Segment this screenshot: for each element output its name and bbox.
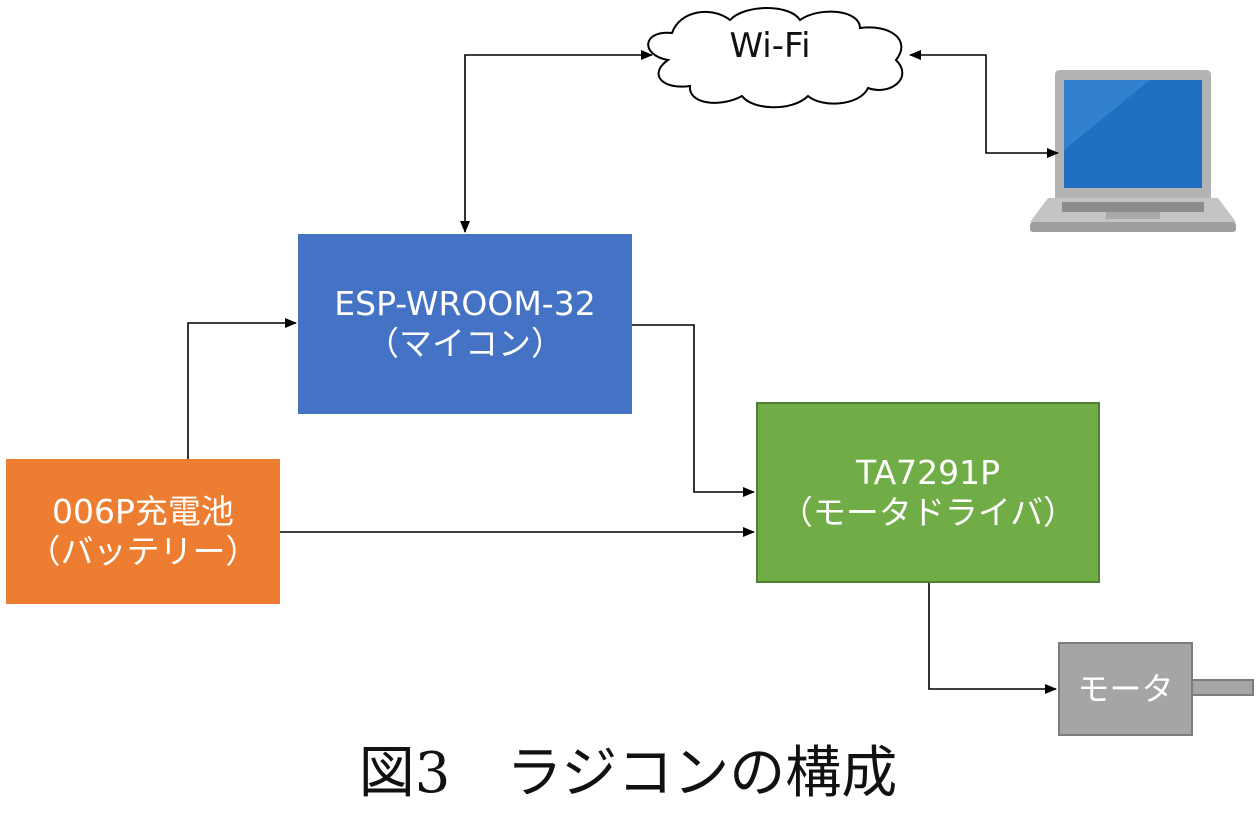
wifi-label: Wi-Fi <box>729 26 811 66</box>
battery-block: 006P充電池 （バッテリー） <box>6 459 280 604</box>
motor-driver-block: TA7291P （モータドライバ） <box>756 402 1100 583</box>
wifi-cloud-icon <box>647 7 904 109</box>
motor-label: モータ <box>1077 669 1174 708</box>
battery-role: （バッテリー） <box>27 531 259 571</box>
motor-driver-role: （モータドライバ） <box>779 492 1077 532</box>
microcontroller-block: ESP-WROOM-32 （マイコン） <box>298 234 632 414</box>
motor-driver-name: TA7291P <box>855 452 1001 492</box>
laptop-icon <box>1030 70 1236 232</box>
figure-caption: 図3 ラジコンの構成 <box>358 741 898 806</box>
motor-block: モータ <box>1058 642 1193 736</box>
connector-wifi-laptop <box>909 50 1059 158</box>
connector-driver-motor <box>928 583 1057 694</box>
microcontroller-role: （マイコン） <box>366 324 564 363</box>
battery-name: 006P充電池 <box>52 491 234 531</box>
microcontroller-name: ESP-WROOM-32 <box>334 284 596 324</box>
connector-mcu-wifi <box>460 50 653 233</box>
motor-shaft <box>1191 679 1254 696</box>
connector-battery-mcu <box>187 318 297 459</box>
connector-mcu-driver <box>632 324 755 497</box>
